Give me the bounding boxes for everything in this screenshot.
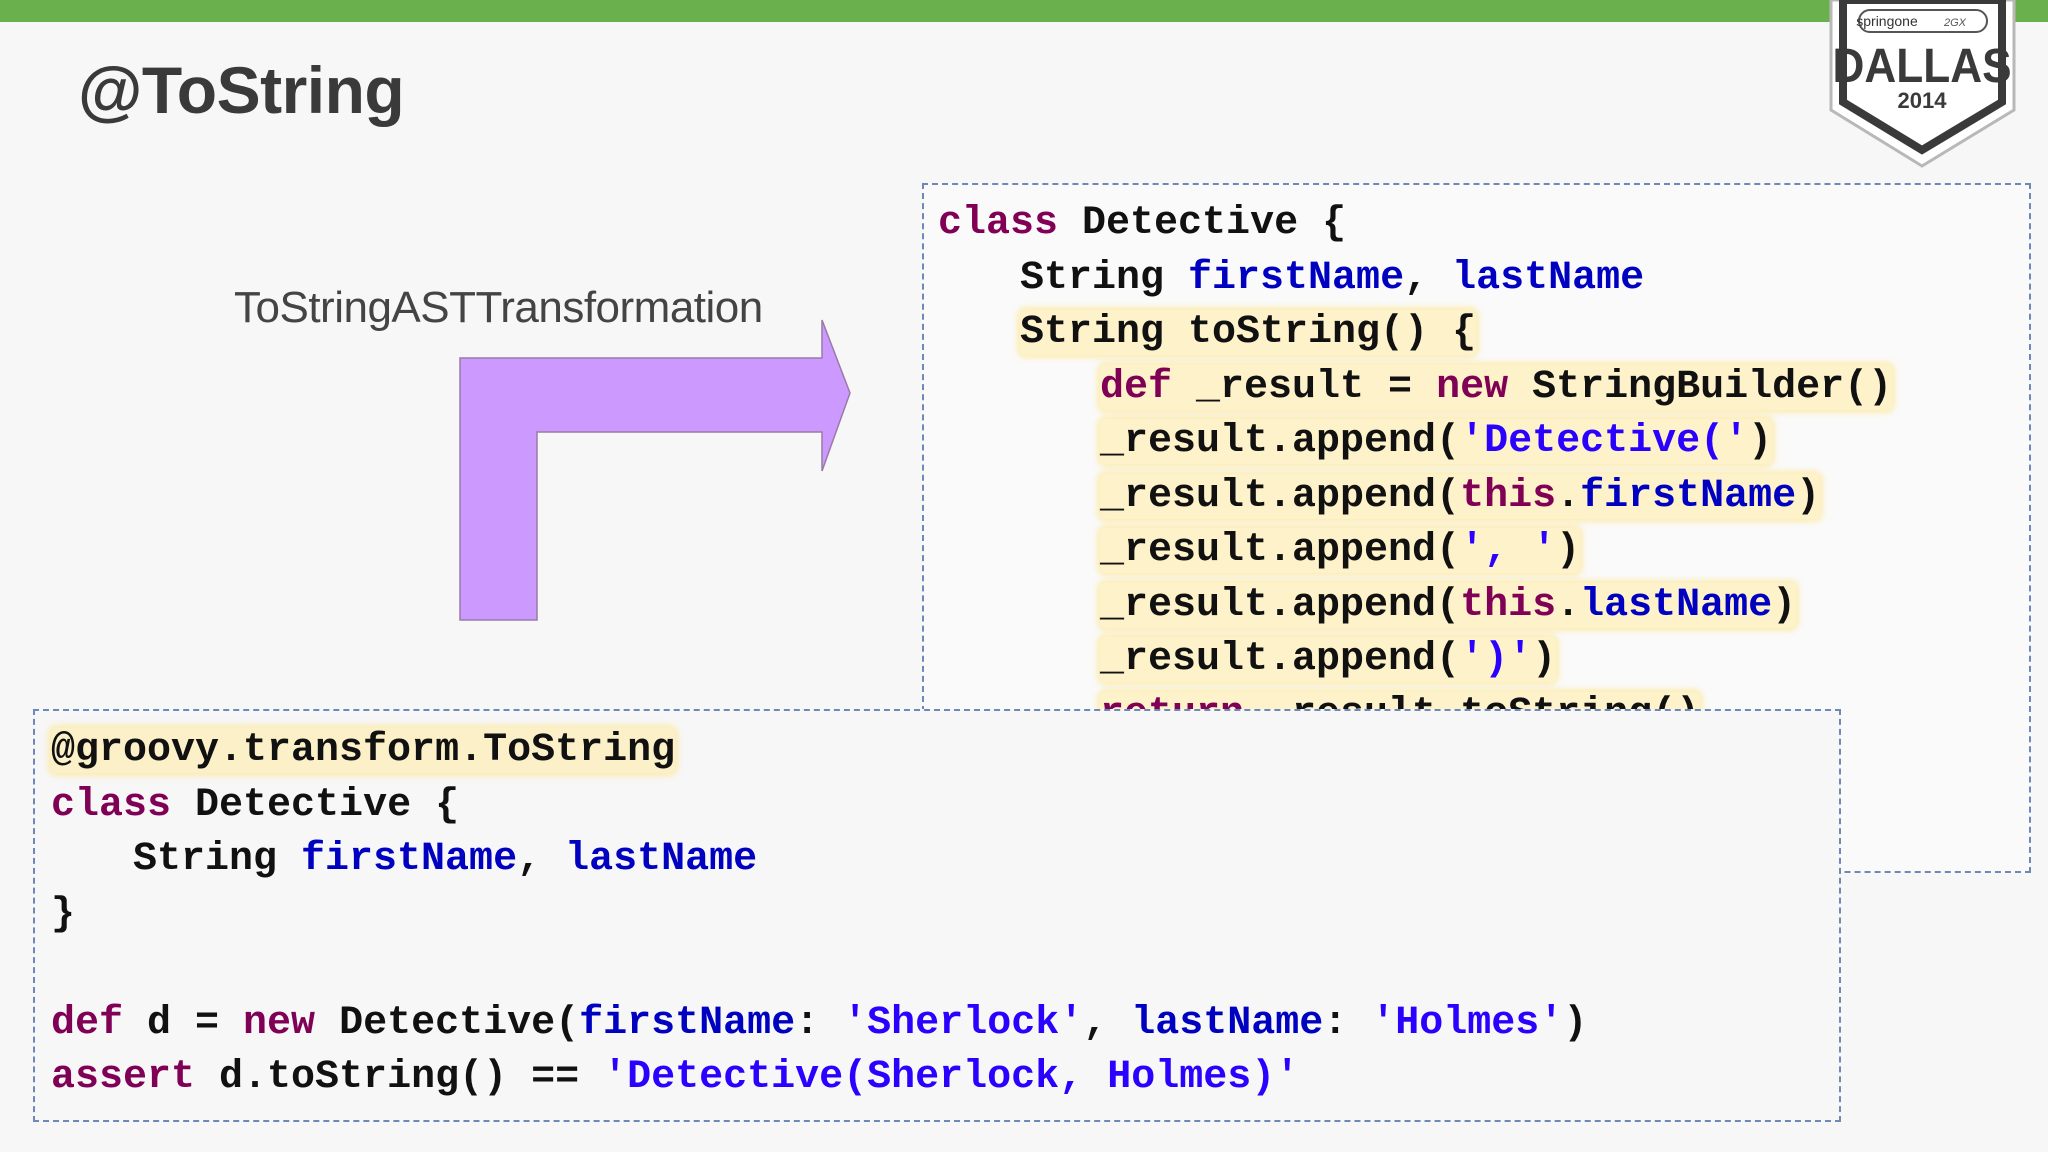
slide-title: @ToString [78, 53, 405, 127]
code-line: class Detective { [51, 782, 460, 828]
code-line: _result.append(')') [1100, 637, 1557, 682]
bent-arrow-icon [459, 319, 851, 621]
source-code-panel: @groovy.transform.ToString class Detecti… [33, 709, 1841, 1122]
code-line: def _result = new StringBuilder() [1100, 364, 1893, 410]
top-accent-bar [0, 0, 2048, 22]
code-line: _result.append(this.firstName) [1100, 473, 1821, 519]
code-line: _result.append(this.lastName) [1100, 582, 1797, 628]
badge-city: DALLAS [1832, 38, 2011, 92]
badge-year: 2014 [1898, 88, 1948, 113]
code-line: class Detective { [938, 201, 1347, 246]
code-line: String toString() { [1020, 310, 1477, 355]
code-blank-line [51, 942, 1839, 997]
code-line: String firstName, lastName [133, 837, 758, 882]
code-line: String firstName, lastName [1020, 255, 1645, 301]
badge-brand: springone [1856, 13, 1918, 29]
arrow-label: ToStringASTTransformation [234, 283, 763, 332]
code-line: _result.append('Detective(') [1100, 419, 1773, 464]
code-line: } [51, 891, 76, 937]
code-line: _result.append(', ') [1100, 528, 1581, 573]
code-line: @groovy.transform.ToString [51, 728, 676, 773]
springone-dallas-badge-logo: springone 2GX DALLAS 2014 [1829, 0, 2016, 168]
badge-sub: 2GX [1943, 17, 1967, 29]
code-line: assert d.toString() == 'Detective(Sherlo… [51, 1055, 1300, 1100]
code-line: def d = new Detective(firstName: 'Sherlo… [51, 1000, 1588, 1046]
